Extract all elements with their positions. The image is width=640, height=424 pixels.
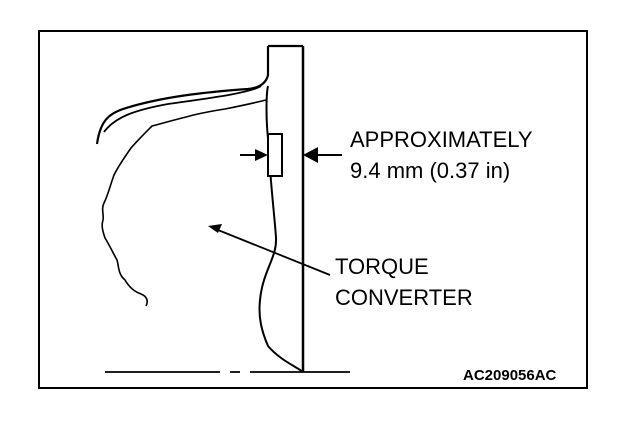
figure-frame bbox=[38, 30, 588, 389]
leader-line bbox=[217, 229, 331, 276]
converter-housing-outline bbox=[95, 46, 270, 145]
dimension-label-line2: 9.4 mm (0.37 in) bbox=[350, 158, 511, 183]
dimension-arrow-right-icon bbox=[303, 147, 318, 163]
dimension-arrow-left-icon bbox=[255, 149, 268, 161]
cutaway-break-line bbox=[101, 99, 267, 307]
converter-inner-profile bbox=[258, 85, 304, 373]
component-label-line1: TORQUE bbox=[335, 254, 429, 279]
measuring-block bbox=[267, 133, 283, 177]
component-label-line2: CONVERTER bbox=[335, 285, 473, 310]
leader-arrow-icon bbox=[208, 224, 222, 233]
dimension-label-line1: APPROXIMATELY bbox=[350, 127, 533, 152]
converter-housing-inner bbox=[103, 85, 262, 133]
figure-code: AC209056AC bbox=[463, 367, 557, 384]
